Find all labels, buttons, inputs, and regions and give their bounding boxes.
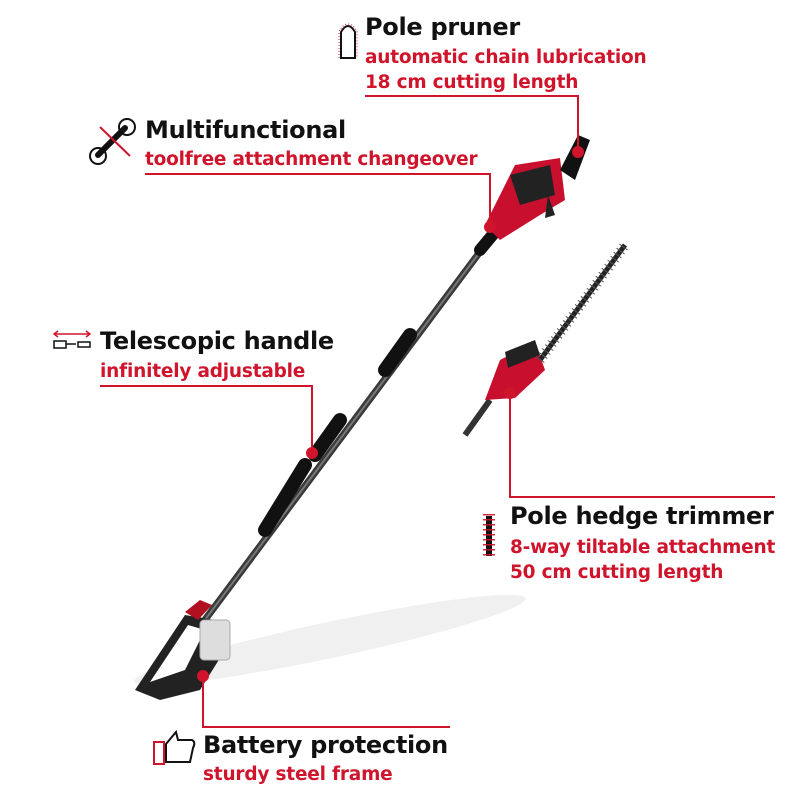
telescopic-arrows-icon [52, 330, 92, 349]
battery-line-1: sturdy steel frame [203, 764, 393, 785]
wrench-crossed-icon [89, 118, 136, 165]
hedge-trimmer-title: Pole hedge trimmer [510, 502, 774, 530]
battery-handle [135, 600, 231, 700]
telescopic-title: Telescopic handle [100, 327, 334, 355]
telescopic-line-1: infinitely adjustable [100, 361, 306, 382]
callout-dots [197, 146, 584, 682]
leader-lines [100, 95, 775, 728]
hedge-trimmer-line-1: 8-way tiltable attachment [510, 537, 776, 558]
multifunctional-title: Multifunctional [145, 116, 346, 144]
hedge-trimmer-head [462, 242, 630, 437]
hedge-blade-icon [483, 514, 495, 558]
pole-pruner-line-1: automatic chain lubrication [365, 47, 647, 68]
hedge-trimmer-line-2: 50 cm cutting length [510, 562, 724, 583]
telescopic-pole [156, 221, 504, 684]
pole-pruner-title: Pole pruner [365, 13, 520, 41]
battery-title: Battery protection [203, 731, 448, 759]
pole-pruner-line-2: 18 cm cutting length [365, 72, 579, 93]
chainsaw-bar-icon [338, 23, 358, 59]
multifunctional-line-1: toolfree attachment changeover [145, 149, 478, 170]
thumbs-up-icon [153, 729, 196, 765]
pole-pruner-head [485, 135, 590, 240]
